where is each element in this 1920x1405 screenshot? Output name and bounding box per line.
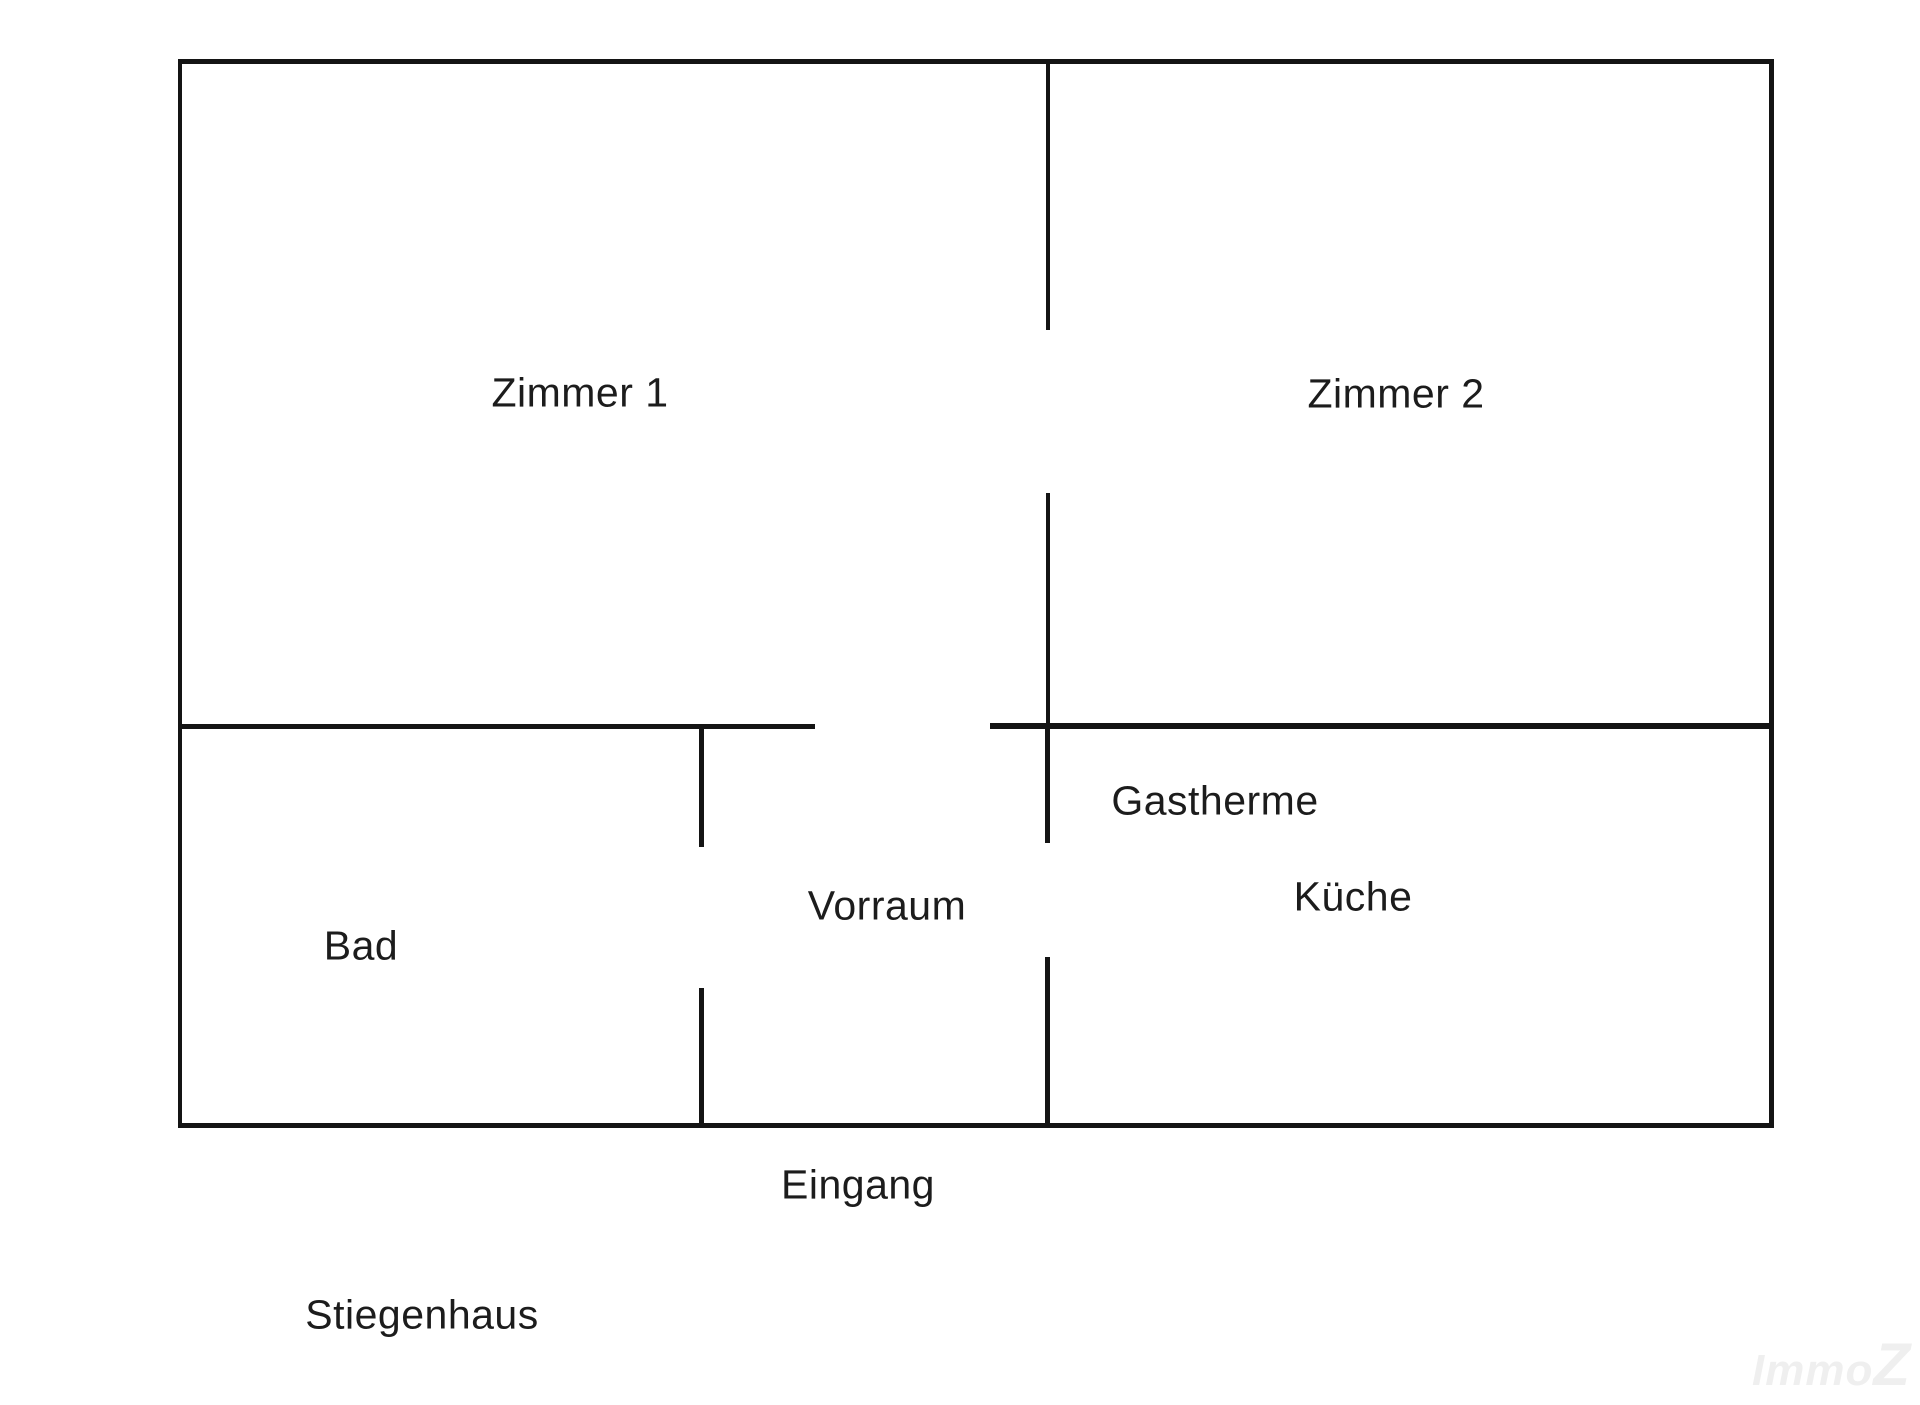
wall-middle-left <box>178 724 815 729</box>
wall-vorraum-kueche-lower <box>1045 957 1050 1128</box>
wall-room-divider-upper <box>1046 59 1050 330</box>
wall-outer-right <box>1769 59 1774 1128</box>
wall-bad-vorraum-upper <box>699 728 704 847</box>
room-label-kueche: Küche <box>1293 873 1413 920</box>
wall-bad-vorraum-lower <box>699 988 704 1128</box>
room-label-zimmer1: Zimmer 1 <box>491 369 669 416</box>
wall-outer-top <box>178 59 1774 64</box>
wall-room-divider-lower <box>1046 493 1050 728</box>
room-label-vorraum: Vorraum <box>807 882 967 929</box>
room-label-stiegenhaus: Stiegenhaus <box>305 1291 539 1338</box>
watermark-z: Z <box>1873 1331 1910 1398</box>
room-label-eingang: Eingang <box>781 1161 935 1208</box>
wall-outer-left <box>178 59 182 1128</box>
room-label-bad: Bad <box>323 922 399 969</box>
room-label-zimmer2: Zimmer 2 <box>1307 370 1485 417</box>
watermark-immoz: Immo Z <box>1752 1330 1910 1399</box>
wall-outer-bottom <box>178 1123 1774 1128</box>
wall-middle-right <box>990 723 1773 729</box>
wall-vorraum-kueche-upper <box>1045 729 1050 843</box>
watermark-text: Immo <box>1751 1346 1874 1395</box>
room-label-gastherme: Gastherme <box>1111 777 1319 824</box>
